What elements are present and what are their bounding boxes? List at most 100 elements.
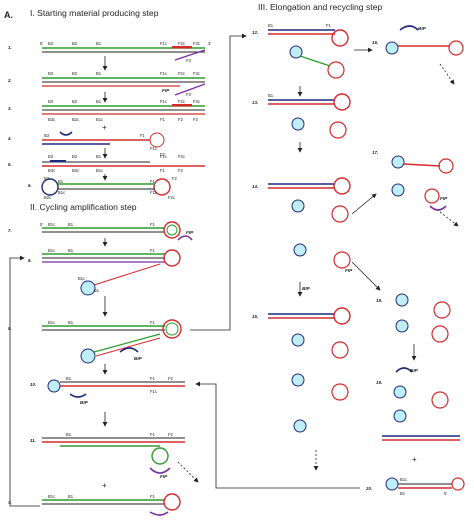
svg-text:B1: B1 [68,222,74,227]
step-3: 3. B3 B2 B1 F1c F2c F3c B3c B2c B1c F1 F… [8,99,205,122]
step-6: 6. B2 B1 B2c B1c F1 F2 F1c F2c [28,176,178,200]
svg-text:4.: 4. [7,136,12,141]
svg-text:F1: F1 [150,248,156,253]
step-4: 4. B3 F1 F1c F2 [7,131,166,157]
svg-text:F3: F3 [186,92,192,97]
step-5: 5. B3 B2 B1 F1c F2c B3c B2c B1c F1 F2 [8,154,205,173]
svg-text:B1: B1 [96,99,102,104]
svg-text:F1: F1 [160,117,166,122]
svg-text:F1c: F1c [160,99,167,104]
svg-text:F2: F2 [172,176,178,181]
svg-text:10.: 10. [30,382,36,387]
svg-text:5': 5' [444,491,447,496]
step-12: 12. B1 F1 [252,23,349,79]
svg-text:B3c: B3c [48,168,55,173]
svg-text:B1c: B1c [96,117,103,122]
svg-text:FIP: FIP [160,474,168,479]
step-20: 20. B1c B1 5' [365,477,465,496]
svg-text:11.: 11. [30,438,36,443]
svg-text:B1c: B1c [48,320,55,325]
svg-text:F3c: F3c [193,41,200,46]
svg-text:B2: B2 [44,176,50,181]
svg-text:BIP: BIP [302,286,311,291]
svg-text:B1: B1 [68,494,74,499]
svg-text:B2: B2 [72,41,78,46]
svg-text:B1c: B1c [78,276,85,281]
svg-text:F1c: F1c [150,389,157,394]
svg-text:F1: F1 [150,494,156,499]
svg-text:FIP: FIP [440,196,448,201]
svg-text:B3: B3 [48,154,54,159]
step-7-repeat: 7. B1c B1 F1 [8,493,181,516]
svg-text:B1c: B1c [400,477,407,482]
svg-text:F2: F2 [160,152,166,157]
svg-text:F2c: F2c [178,154,185,159]
step-13: 13. B1 [252,93,351,139]
svg-text:B1: B1 [68,320,74,325]
svg-text:B3c: B3c [48,117,55,122]
step-1: 1. 5' 3' B3 B2 B1 F1c F2c F3c F3 [8,41,211,63]
svg-text:B1: B1 [94,288,100,293]
step-2: 2. B3 B2 B1 F1c F2c F3c FIP F3 [7,71,206,97]
svg-text:B1: B1 [268,93,274,98]
svg-text:8.: 8. [28,258,32,263]
step-18: 18. [376,293,451,343]
svg-text:F2c: F2c [178,71,185,76]
svg-text:16.: 16. [372,40,378,45]
svg-text:F2c: F2c [168,195,175,200]
svg-text:FIP: FIP [345,268,353,273]
svg-text:B3: B3 [48,41,54,46]
svg-text:BIP: BIP [80,400,89,405]
svg-text:F1: F1 [140,133,146,138]
svg-text:B2: B2 [72,71,78,76]
svg-text:F3c: F3c [193,71,200,76]
svg-text:B1: B1 [68,248,74,253]
svg-text:B1c: B1c [58,190,65,195]
step-10: 10. BIP B1 F1 F2 F1c [30,376,185,405]
svg-text:B2: B2 [72,99,78,104]
svg-text:F1c: F1c [160,154,167,159]
svg-text:FIP: FIP [162,88,170,93]
svg-text:F1c: F1c [160,41,167,46]
svg-text:B1: B1 [66,376,72,381]
svg-text:6.: 6. [28,183,32,188]
svg-text:17.: 17. [372,150,378,155]
svg-text:B1: B1 [96,154,102,159]
section-3-title: III. Elongation and recycling step [258,2,382,12]
svg-text:F1: F1 [150,179,156,184]
svg-text:1.: 1. [8,45,12,50]
section-1-title: I. Starting material producing step [30,8,159,18]
svg-text:B3: B3 [44,133,50,138]
svg-text:F2c: F2c [178,41,185,46]
svg-text:13.: 13. [252,100,258,105]
svg-text:+: + [102,123,107,132]
svg-text:5': 5' [40,41,43,46]
svg-text:F2: F2 [178,168,184,173]
panel-label: A. [4,10,13,20]
svg-text:B1: B1 [66,432,72,437]
svg-text:F1: F1 [150,376,156,381]
svg-text:+: + [102,481,107,490]
svg-text:F1: F1 [150,432,156,437]
svg-text:15.: 15. [252,314,258,319]
step-15: 15. [252,307,351,433]
svg-text:B2: B2 [72,154,78,159]
svg-text:B1c: B1c [48,248,55,253]
svg-text:F1: F1 [150,222,156,227]
svg-text:B1: B1 [96,41,102,46]
svg-text:BIP: BIP [134,356,143,361]
svg-text:3.: 3. [8,106,12,111]
step-17: 17. FIP [372,150,454,211]
step-7: 7. 5' B1c B1 F1 FIP [8,221,194,241]
svg-text:F2: F2 [168,376,174,381]
svg-text:B3: B3 [48,71,54,76]
svg-text:F2: F2 [178,117,184,122]
svg-text:2.: 2. [7,78,12,83]
svg-text:5.: 5. [8,162,12,167]
svg-text:B1: B1 [400,491,406,496]
svg-text:B1c: B1c [48,222,55,227]
svg-text:BIP: BIP [410,368,419,373]
svg-text:B2c: B2c [72,168,79,173]
svg-text:F1: F1 [150,320,156,325]
